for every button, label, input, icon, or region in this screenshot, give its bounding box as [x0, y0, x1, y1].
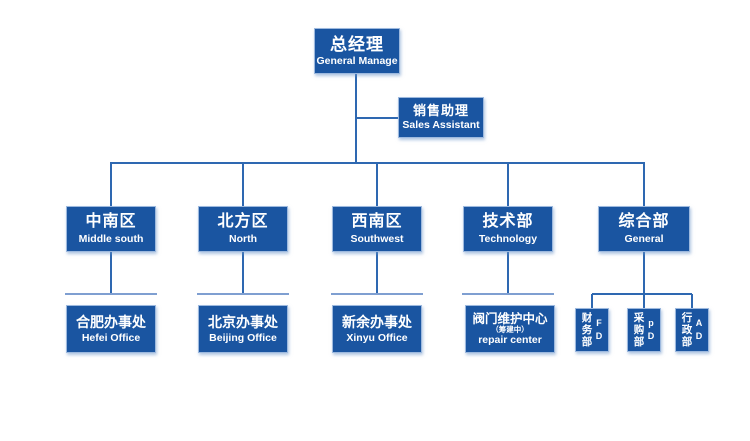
node-label-en: General	[624, 232, 664, 245]
node-label-en: repair center	[478, 334, 542, 347]
node-label-zh: 合肥办事处	[76, 314, 146, 331]
node-label-en: Xinyu Office	[346, 331, 408, 344]
node-repair-center: 阀门维护中心 （筹建中） repair center	[465, 305, 555, 353]
node-xinyu-office: 新余办事处 Xinyu Office	[332, 305, 422, 353]
node-label-zh: 技术部	[482, 213, 534, 231]
node-north: 北方区 North	[198, 206, 288, 252]
node-label-en: Technology	[478, 232, 538, 245]
node-purchasing-dept: 采购部 pD	[627, 308, 661, 352]
node-label-zh: 总经理	[330, 34, 384, 54]
node-label-en: North	[229, 232, 257, 245]
node-label-zh: 行政部	[681, 312, 693, 348]
node-general-manager: 总经理 General Manage	[314, 28, 400, 74]
node-label-zh: 采购部	[633, 312, 645, 348]
node-label-en: Sales Assistant	[402, 119, 480, 132]
node-label-zh: 西南区	[351, 213, 403, 231]
node-label-en: Beijing Office	[209, 331, 277, 344]
node-label-note: （筹建中）	[491, 325, 529, 335]
node-general-dept: 综合部 General	[598, 206, 690, 252]
node-label-en: General Manage	[316, 55, 398, 68]
node-hefei-office: 合肥办事处 Hefei Office	[66, 305, 156, 353]
node-admin-dept: 行政部 AD	[675, 308, 709, 352]
node-label-en: Middle south	[78, 232, 144, 245]
node-label-abbr: pD	[647, 318, 655, 341]
connector-dark	[110, 74, 693, 308]
node-label-zh: 北京办事处	[208, 314, 278, 331]
node-label-en: Southwest	[350, 232, 404, 245]
node-label-zh: 综合部	[618, 213, 670, 231]
node-label-zh: 新余办事处	[342, 314, 412, 331]
node-beijing-office: 北京办事处 Beijing Office	[198, 305, 288, 353]
node-technology: 技术部 Technology	[463, 206, 553, 252]
node-label-zh: 财务部	[581, 312, 593, 348]
node-label-en: Hefei Office	[81, 331, 141, 344]
node-label-zh: 北方区	[217, 213, 269, 231]
node-southwest: 西南区 Southwest	[332, 206, 422, 252]
node-label-abbr: AD	[695, 318, 703, 341]
node-label-zh: 中南区	[85, 213, 137, 231]
node-label-zh: 阀门维护中心	[472, 311, 548, 326]
node-middle-south: 中南区 Middle south	[66, 206, 156, 252]
node-finance-dept: 财务部 FD	[575, 308, 609, 352]
node-label-abbr: FD	[595, 318, 603, 341]
node-sales-assistant: 销售助理 Sales Assistant	[398, 97, 484, 138]
node-label-zh: 销售助理	[412, 102, 469, 118]
